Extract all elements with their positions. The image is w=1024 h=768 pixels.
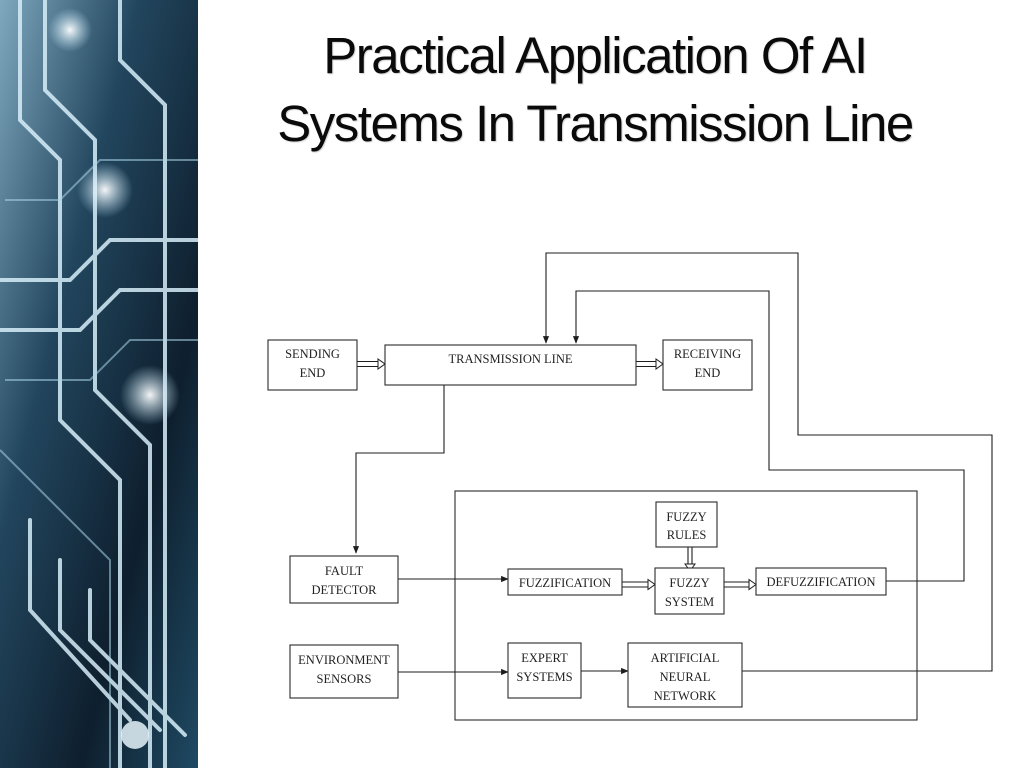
environment-sensors-line-2: SENSORS xyxy=(317,672,372,686)
sending-end-line-2: END xyxy=(300,366,326,380)
environment-sensors-block: ENVIRONMENT SENSORS xyxy=(289,644,399,699)
fault-detector-line-2: DETECTOR xyxy=(311,583,377,597)
sending-end-block: SENDING END xyxy=(267,339,358,391)
double-arrows xyxy=(357,358,757,591)
ai-systems-frame xyxy=(454,490,918,721)
connectors xyxy=(352,252,993,676)
fuzzification-label: FUZZIFICATION xyxy=(519,576,611,590)
transmission-line-block: TRANSMISSION LINE xyxy=(384,344,637,386)
fault-detector-block: FAULT DETECTOR xyxy=(289,555,399,604)
fault-detector-line-1: FAULT xyxy=(325,564,364,578)
receiving-end-line-2: END xyxy=(695,366,721,380)
defuzzification-block: DEFUZZIFICATION xyxy=(755,567,887,596)
receiving-end-line-1: RECEIVING xyxy=(674,347,741,361)
fuzzy-rules-block: FUZZY RULES xyxy=(655,501,718,548)
ann-line-2: NEURAL xyxy=(660,670,711,684)
receiving-end-block: RECEIVING END xyxy=(662,339,753,391)
environment-sensors-line-1: ENVIRONMENT xyxy=(298,653,390,667)
fuzzy-rules-line-2: RULES xyxy=(667,528,707,542)
ann-block: ARTIFICIAL NEURAL NETWORK xyxy=(627,642,743,708)
ann-line-1: ARTIFICIAL xyxy=(651,651,720,665)
expert-systems-block: EXPERT SYSTEMS xyxy=(507,642,582,699)
defuzzification-label: DEFUZZIFICATION xyxy=(766,575,875,589)
slide-title: Practical Application Of AI Systems In T… xyxy=(277,27,914,152)
transmission-line-label: TRANSMISSION LINE xyxy=(449,352,573,366)
expert-systems-line-1: EXPERT xyxy=(521,651,568,665)
expert-systems-line-2: SYSTEMS xyxy=(516,670,572,684)
fuzzy-system-line-1: FUZZY xyxy=(669,576,709,590)
sending-end-line-1: SENDING xyxy=(285,347,340,361)
fuzzy-system-block: FUZZY SYSTEM xyxy=(654,567,725,615)
fuzzy-system-line-2: SYSTEM xyxy=(665,595,714,609)
fuzzification-block: FUZZIFICATION xyxy=(507,568,623,596)
circuit-board-decoration xyxy=(0,0,198,768)
ann-line-3: NETWORK xyxy=(654,689,717,703)
fuzzy-rules-line-1: FUZZY xyxy=(666,510,706,524)
